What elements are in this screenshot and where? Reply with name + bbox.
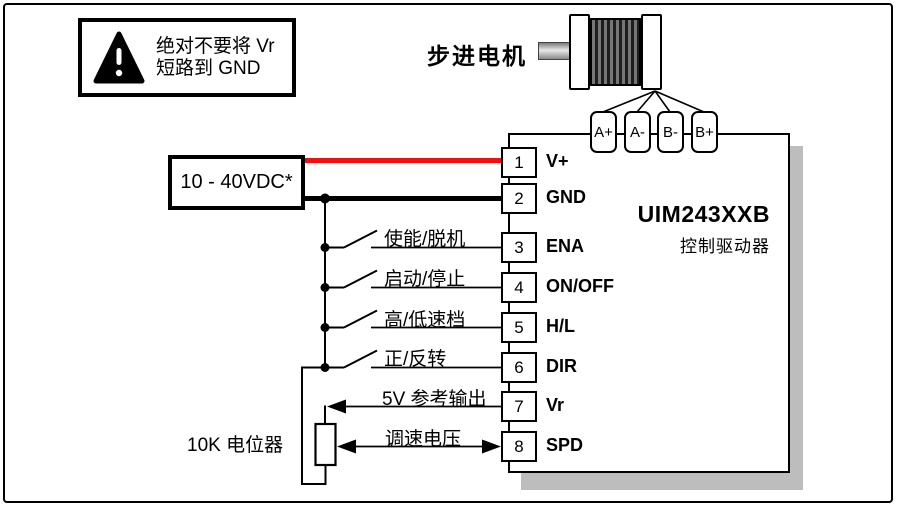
power-supply-box: 10 - 40VDC*	[168, 155, 305, 210]
switch-label-dir: 正/反转	[384, 349, 447, 370]
pin-number: 6	[514, 357, 524, 377]
pin-label-dir: DIR	[546, 356, 577, 376]
pin-box-4: 4	[501, 272, 537, 303]
warning-triangle-icon	[93, 31, 145, 83]
pin-label-hl: H/L	[546, 316, 575, 336]
pin-number: 8	[514, 436, 524, 456]
potentiometer-label: 10K 电位器	[187, 435, 284, 456]
pin-box-6: 6	[501, 352, 537, 383]
warning-line2: 短路到 GND	[156, 57, 261, 79]
pin-number: 4	[514, 277, 524, 297]
connector-label: B-	[663, 123, 678, 141]
vr-output-label: 5V 参考输出	[382, 389, 487, 410]
connector-a-minus: A-	[624, 111, 651, 153]
driver-model: UIM243XXB	[637, 201, 770, 227]
pin-label-ena: ENA	[546, 236, 585, 256]
pin-box-2: 2	[501, 183, 537, 214]
driver-title: UIM243XXB 控制驱动器	[565, 201, 770, 257]
motor-body	[590, 18, 641, 86]
connector-a-plus: A+	[590, 111, 617, 153]
pin-box-1: 1	[501, 147, 537, 178]
connector-b-plus: B+	[691, 111, 718, 153]
driver-block	[508, 133, 790, 473]
pin-box-3: 3	[501, 232, 537, 263]
connector-label: A+	[594, 123, 613, 141]
motor-front-flange	[569, 14, 590, 90]
stepper-motor-label: 步进电机	[427, 43, 527, 69]
pin-number: 1	[514, 152, 524, 172]
pin-number: 5	[514, 317, 524, 337]
pin-label-onoff: ON/OFF	[546, 276, 614, 296]
pin-number: 3	[514, 237, 524, 257]
motor-rear-flange	[641, 14, 662, 90]
motor-shaft	[538, 42, 571, 60]
switch-label-hl: 高/低速档	[384, 310, 466, 331]
pin-box-7: 7	[501, 391, 537, 422]
pin-box-8: 8	[501, 431, 537, 462]
switch-label-ena: 使能/脱机	[384, 229, 466, 250]
pin-number: 2	[514, 188, 524, 208]
switch-label-onoff: 启动/停止	[384, 269, 466, 290]
pin-label-vplus: V+	[546, 151, 569, 171]
pin-label-gnd: GND	[546, 187, 586, 207]
pin-label-vr: Vr	[546, 395, 565, 415]
page-border	[3, 3, 893, 503]
pin-label-spd: SPD	[546, 435, 584, 455]
power-supply-label: 10 - 40VDC*	[180, 171, 293, 193]
connector-label: A-	[630, 123, 645, 141]
warning-line1: 绝对不要将 Vr	[156, 35, 275, 57]
pin-box-5: 5	[501, 312, 537, 343]
pin-number: 7	[514, 396, 524, 416]
driver-subtitle: 控制驱动器	[680, 237, 770, 256]
connector-label: B+	[695, 123, 714, 141]
speed-voltage-label: 调速电压	[385, 429, 462, 450]
warning-box: 绝对不要将 Vr 短路到 GND	[78, 18, 296, 97]
connector-b-minus: B-	[657, 111, 684, 153]
warning-text: 绝对不要将 Vr 短路到 GND	[156, 36, 275, 80]
